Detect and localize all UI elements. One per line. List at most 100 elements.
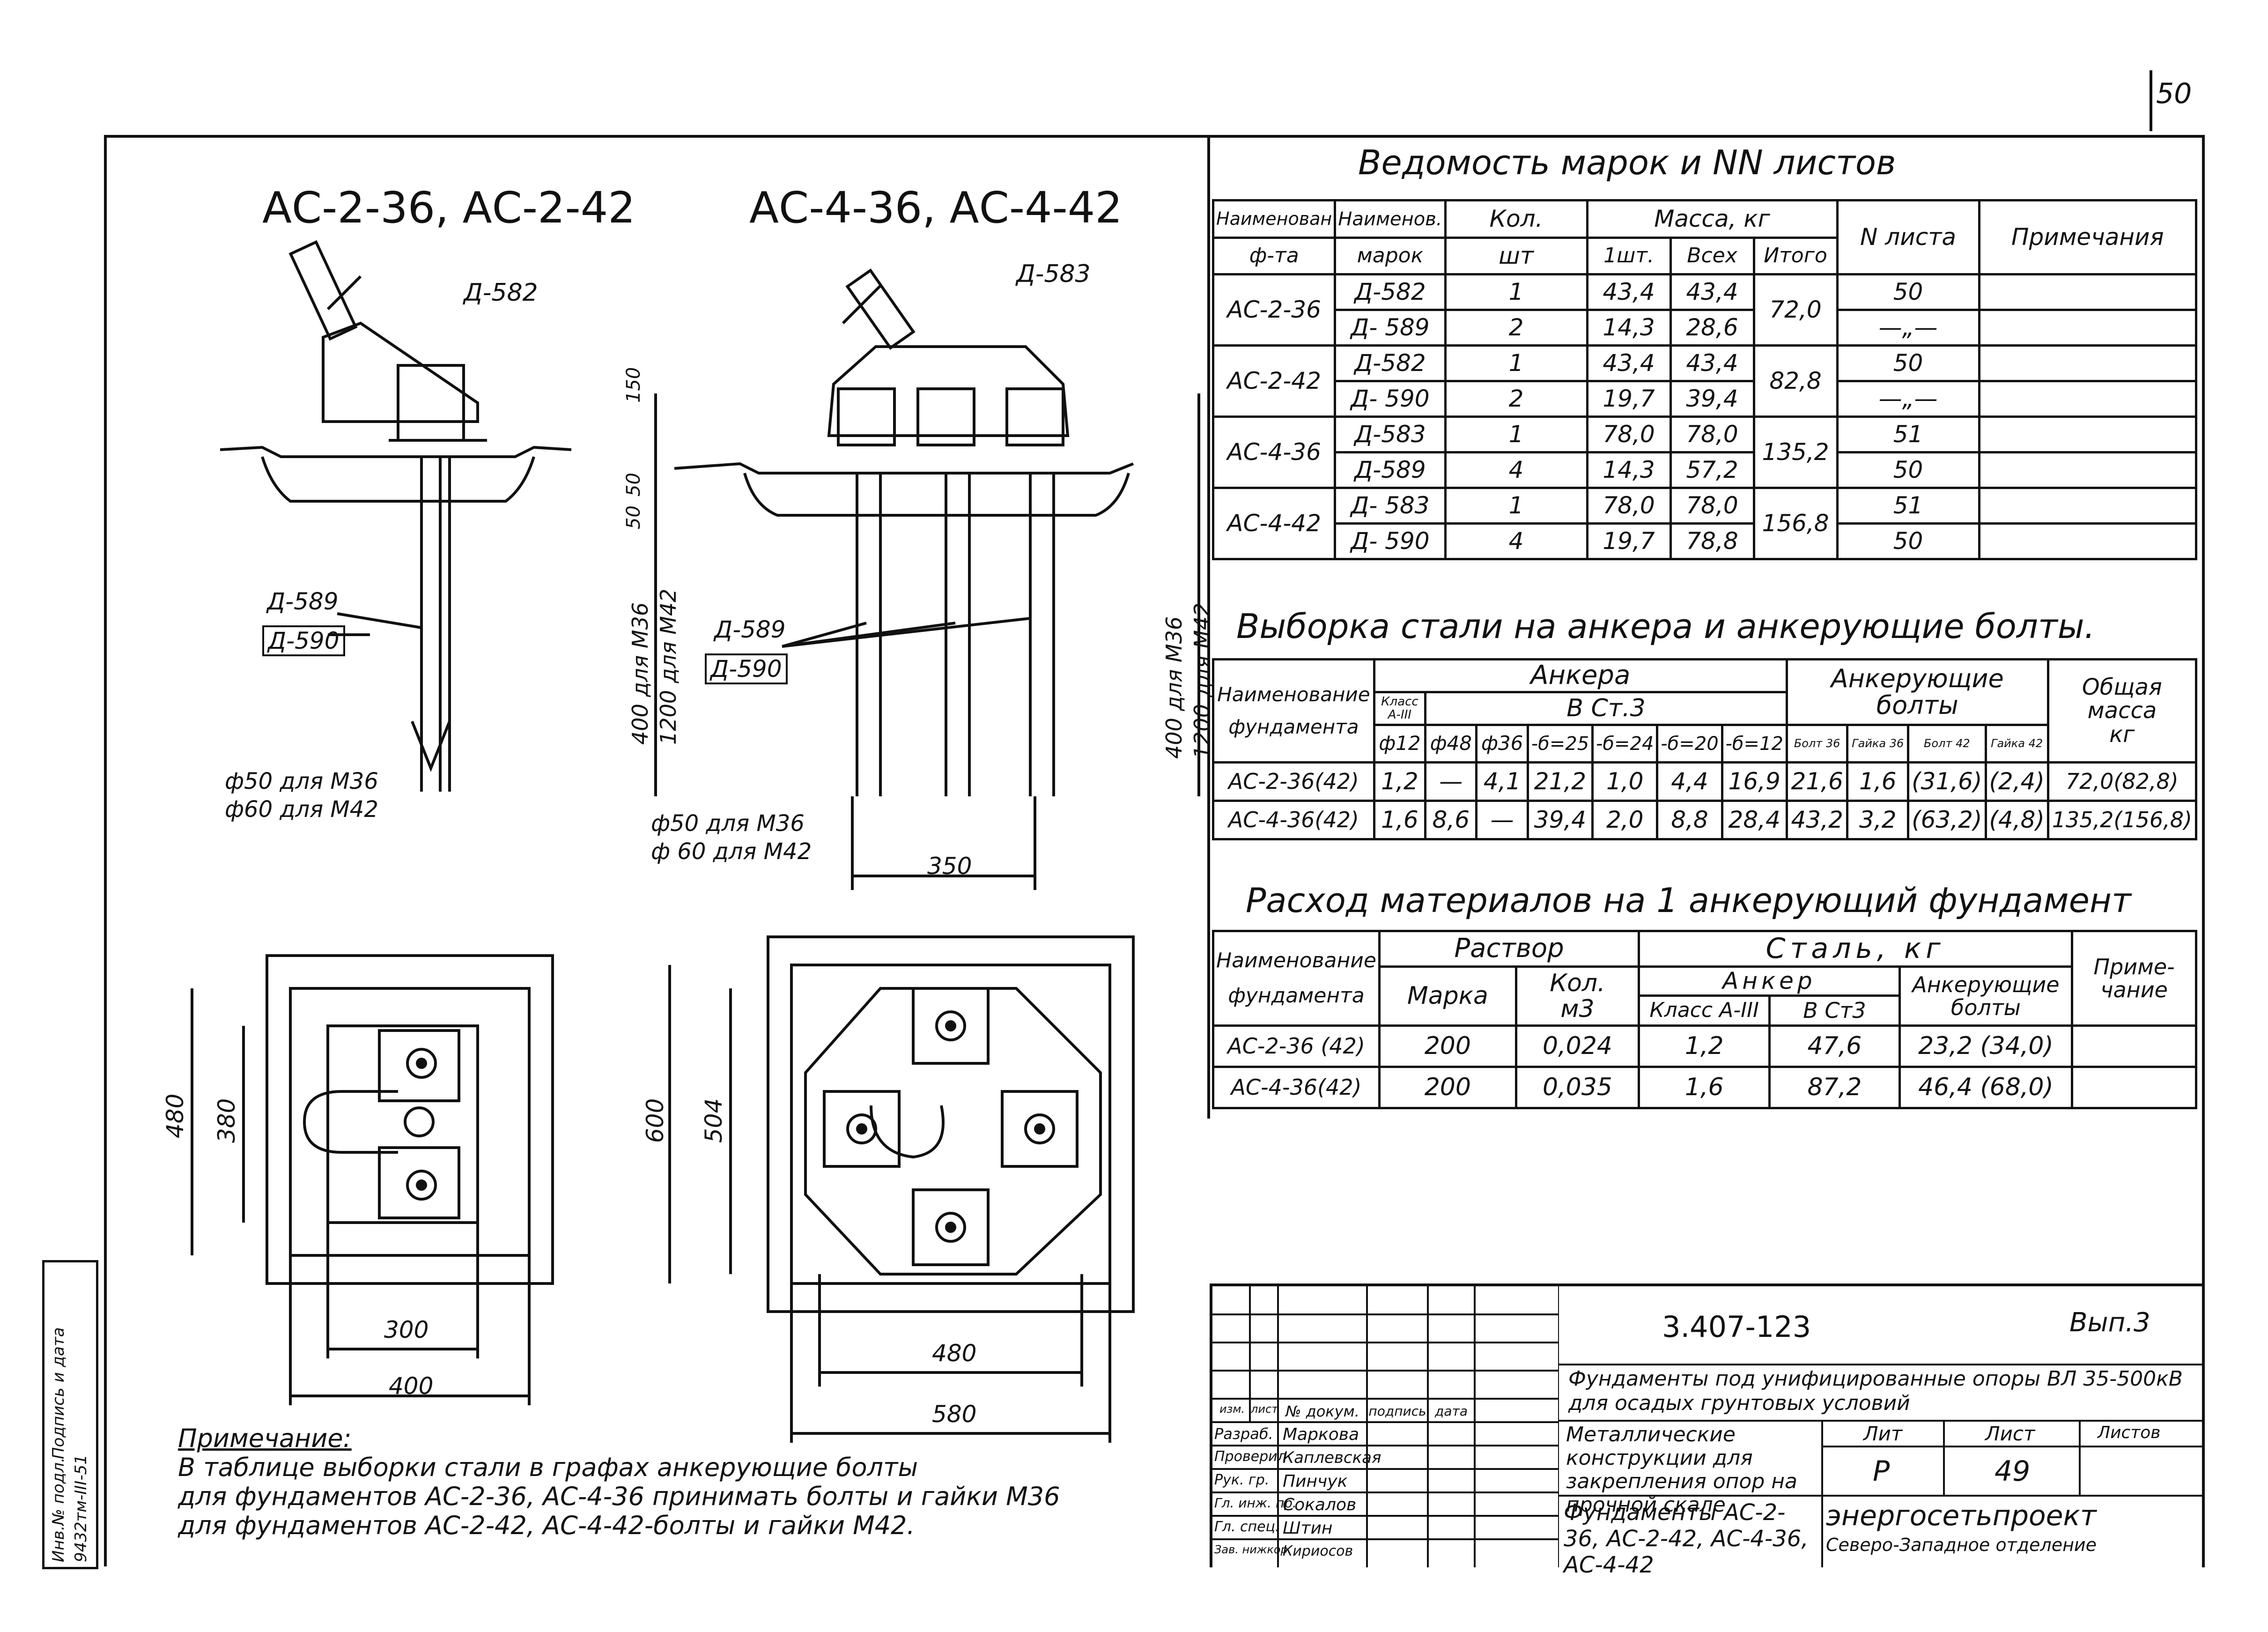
t2-col: Болт 42	[1907, 724, 1987, 764]
table-row: Д- 590 2 19,7 39,4 —„—	[1213, 380, 2198, 418]
t2-val: 8,8	[1656, 800, 1723, 840]
t1-head-sheet: N листа	[1836, 199, 1980, 275]
label-right-d590: Д-590	[705, 653, 788, 684]
t1-mark: Д- 589	[1334, 309, 1447, 347]
t3-bst3: 87,2	[1768, 1066, 1901, 1109]
table-row: АС-2-36 Д-582 1 43,4 43,4 72,0 50	[1212, 273, 2198, 347]
label-left-d590: Д-590	[262, 625, 345, 656]
t1-one: 14,3	[1586, 451, 1672, 489]
t1-all: 78,0	[1669, 415, 1755, 453]
table-steel: Наименование фундамента Анкера Анкерующи…	[1212, 658, 2198, 840]
tb-sheet: 49	[1995, 1455, 2031, 1488]
t3-head-mortar: Раствор	[1378, 930, 1640, 968]
t2-col: Болт 36	[1785, 724, 1849, 764]
drawing-frame	[104, 135, 2205, 1566]
tb-description: Фундаменты под унифицированные опоры ВЛ …	[1568, 1367, 2183, 1415]
t1-group-name: АС-2-42	[1212, 344, 1337, 418]
dim-150: 150	[623, 367, 644, 403]
t1-one: 78,0	[1586, 487, 1672, 525]
table-row: АС-4-42 Д- 583 1 78,0 78,0 156,8 51	[1212, 487, 2198, 560]
t1-one: 43,4	[1586, 273, 1672, 311]
t1-head-mark-b: марок	[1334, 237, 1447, 275]
t2-col: -б=20	[1656, 724, 1723, 764]
t2-val: 43,2	[1785, 800, 1849, 840]
t3-bst3: 47,6	[1768, 1024, 1901, 1068]
table-row: Д- 589 2 14,3 28,6 —„—	[1213, 309, 2198, 347]
dim-depth-right-a: 400 для М36	[1161, 616, 1187, 759]
t1-sheet: 50	[1836, 273, 1980, 311]
t3-head-qty-b: м3	[1560, 994, 1595, 1023]
t2-val: 3,2	[1846, 800, 1910, 840]
left-diam-b: ф60 для М42	[225, 796, 378, 823]
t1-group-name: АС-4-42	[1212, 487, 1337, 560]
t2-val: 1,6	[1846, 761, 1910, 802]
t1-note	[1978, 451, 2198, 489]
t1-sheet: 50	[1836, 451, 1980, 489]
t1-all: 28,6	[1669, 309, 1755, 347]
tb-role: Гл. инж. пр.	[1214, 1495, 1297, 1511]
t1-note	[1978, 273, 2198, 311]
t3-note	[2071, 1066, 2197, 1109]
t3-head-bolts-a: Анкерующие	[1912, 972, 2060, 998]
t3-head-bst3: В Ст3	[1768, 994, 1901, 1027]
t2-head-bst3: В Ст.3	[1424, 691, 1788, 726]
t2-head-name-a: Наименование	[1217, 683, 1370, 706]
tb-item-title: Металлические конструкции для закреплени…	[1566, 1423, 1797, 1517]
t2-val: (31,6)	[1907, 761, 1987, 802]
note-line: для фундаментов АС-2-42, АС-4-42-болты и…	[178, 1511, 915, 1540]
tb-head-date: дата	[1435, 1403, 1468, 1419]
right-diam-a: ф50 для М36	[651, 810, 805, 837]
table1-title: Ведомость марок и NN листов	[1358, 143, 1896, 182]
label-left-d589: Д-589	[267, 588, 339, 615]
label-d582: Д-582	[464, 279, 538, 307]
t2-val: 16,9	[1721, 761, 1788, 802]
t1-qty: 4	[1444, 522, 1588, 560]
tb-line	[1821, 1446, 2202, 1447]
t3-bolts: 23,2 (34,0)	[1898, 1024, 2074, 1068]
tb-org: энергосетьпроект	[1826, 1499, 2097, 1532]
t1-sheet: —„—	[1836, 380, 1980, 418]
tb-person: Штин	[1283, 1519, 1333, 1538]
right-diam-b: ф 60 для М42	[651, 838, 812, 865]
tb-sheets-label: Листов	[2098, 1423, 2161, 1442]
t2-total: 135,2(156,8)	[2046, 800, 2198, 840]
dim-350: 350	[927, 853, 972, 880]
tb-line	[1559, 1364, 2202, 1365]
t1-qty: 1	[1444, 487, 1588, 525]
t1-all: 39,4	[1669, 380, 1755, 418]
tb-person: Пинчук	[1283, 1472, 1348, 1491]
table2-title: Выборка стали на анкера и анкерующие бол…	[1236, 607, 2095, 646]
t1-one: 19,7	[1586, 380, 1672, 418]
stamp-sign: Подпись и дата	[49, 1327, 68, 1459]
tb-line	[1943, 1420, 1945, 1495]
dim-480-right: 480	[932, 1340, 977, 1367]
t2-head-bolts: Анкерующие болты	[1785, 658, 2049, 726]
t3-head-bolts-b: болты	[1950, 994, 2021, 1020]
tb-head-list: лист	[1251, 1402, 1278, 1416]
t1-sheet: —„—	[1836, 309, 1980, 347]
t1-mark: Д- 590	[1334, 522, 1447, 560]
t1-note	[1978, 380, 2198, 418]
table-row: АС-4-36(42) 1,6 8,6 — 39,4 2,0 8,8 28,4 …	[1212, 800, 2198, 840]
t2-head-anchors: Анкера	[1373, 658, 1788, 693]
t2-val: 28,4	[1721, 800, 1788, 840]
t3-name: АС-4-36(42)	[1212, 1066, 1381, 1109]
t1-head-name-b: ф-та	[1212, 237, 1337, 275]
t2-val: 4,4	[1656, 761, 1723, 802]
t2-head-total-c: кг	[2109, 721, 2135, 748]
label-d583: Д-583	[1016, 260, 1091, 288]
label-right-d589: Д-589	[714, 616, 786, 643]
table3-title: Расход материалов на 1 анкерующий фундам…	[1246, 881, 2131, 920]
table-row: АС-2-42 Д-582 1 43,4 43,4 82,8 50	[1212, 344, 2198, 418]
t1-qty: 2	[1444, 380, 1588, 418]
table-row: Д- 590 4 19,7 78,8 50	[1213, 522, 2198, 560]
t3-qty: 0,035	[1514, 1066, 1640, 1109]
tb-line	[2079, 1420, 2081, 1495]
dim-50a: 50	[623, 473, 644, 497]
t2-name: АС-2-36(42)	[1212, 761, 1375, 802]
tb-role: Проверил	[1214, 1448, 1286, 1465]
t3-head-klass: Класс А-III	[1638, 994, 1771, 1027]
tb-sheet-label: Лист	[1985, 1422, 2035, 1445]
t2-head-total-b: масса	[2087, 697, 2157, 724]
t3-head-steel: Сталь, кг	[1638, 930, 2074, 968]
